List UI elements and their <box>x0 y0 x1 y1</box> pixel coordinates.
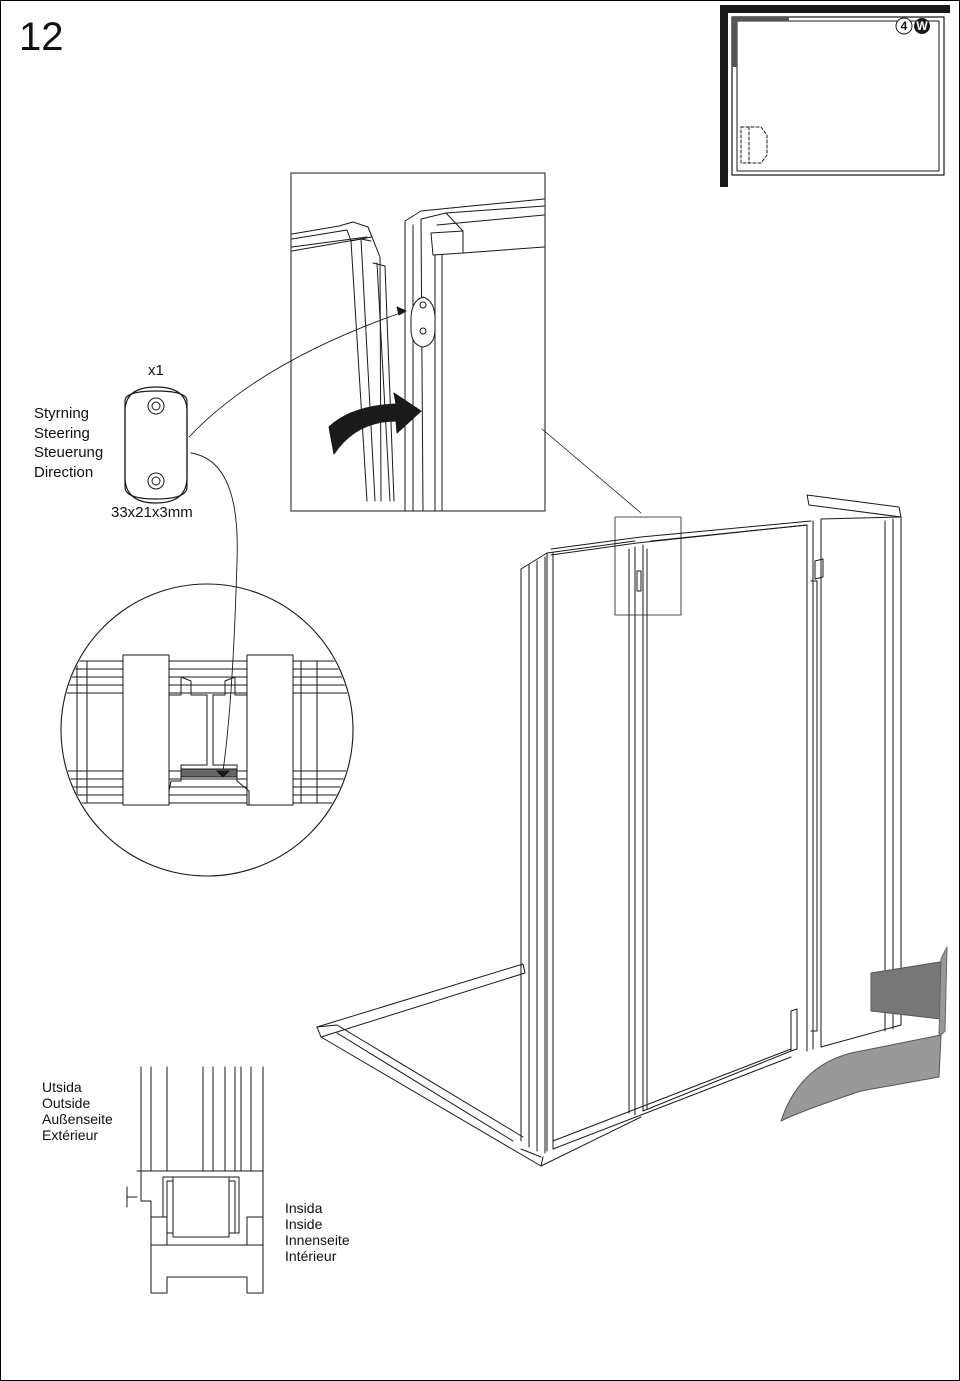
part-name-sv: Styrning <box>34 405 90 422</box>
floorplan-indicator-icon <box>720 5 950 187</box>
profile-section-detail <box>126 1066 264 1294</box>
inside-label-de: Innenseite <box>285 1232 350 1248</box>
steering-piece-icon <box>124 386 188 504</box>
outside-label-de: Außenseite <box>42 1111 113 1127</box>
badge-letter: W <box>916 19 928 33</box>
inside-label-fr: Intérieur <box>285 1248 337 1264</box>
outside-label-en: Outside <box>42 1095 91 1111</box>
part-name-fr: Direction <box>34 463 94 481</box>
outside-label: Utsida Outside Außenseite Extérieur <box>42 1079 113 1143</box>
inside-label: Insida Inside Innenseite Intérieur <box>285 1200 350 1264</box>
detail-view-door-edge <box>290 172 546 512</box>
shower-screen-assembly <box>316 494 948 1167</box>
inside-label-en: Inside <box>285 1216 323 1232</box>
part-quantity: x1 <box>148 362 164 379</box>
circular-detail-section <box>60 583 354 877</box>
curved-arrow-icon <box>328 392 422 455</box>
outside-label-sv: Utsida <box>42 1079 82 1095</box>
part-name-de: Steuerung <box>34 444 104 461</box>
inside-label-sv: Insida <box>285 1200 323 1216</box>
part-name-en: Steering <box>34 424 90 442</box>
badge-number: 4 <box>900 19 908 33</box>
outside-label-fr: Extérieur <box>42 1127 99 1143</box>
step-number: 12 <box>19 15 64 59</box>
part-dimensions: 33x21x3mm <box>111 504 193 521</box>
part-name-list: Styrning Steering Steuerung Direction <box>34 404 103 482</box>
